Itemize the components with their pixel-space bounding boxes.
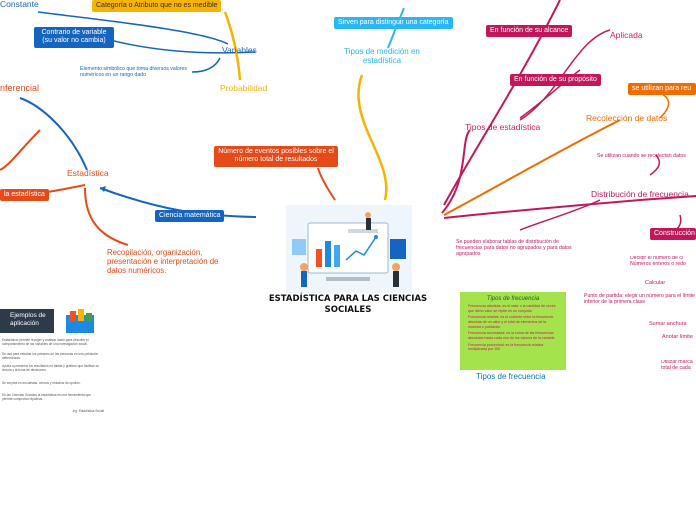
card-line: Frecuencia porcentual: es la frecuencia …	[468, 342, 544, 352]
recoleccion-node[interactable]: Recolección de datos	[586, 113, 668, 123]
probabilidad-node[interactable]: Probabilidad	[220, 83, 268, 93]
card-line: Frecuencia absoluta: es el valor o la ca…	[468, 304, 556, 313]
tipos-estadistica-node[interactable]: Tipos de estadística	[465, 122, 541, 132]
tipos-frecuencia-node[interactable]: Tipos de frecuencia	[476, 372, 546, 381]
funcion-proposito-box[interactable]: En función de su propósito	[510, 74, 601, 87]
document-paragraph: Ayuda a presentar los resultados en tabl…	[2, 364, 100, 373]
document-paragraph: Estadística: permite recoger y analizar …	[2, 338, 89, 347]
decidir-text: Decidir el número de cl Números enteros …	[630, 256, 686, 267]
document-footer: Ing. Estadística Social	[72, 409, 104, 413]
tipos-medicion-node[interactable]: Tipos de medición en estadística	[344, 47, 420, 66]
se-pueden-text: Se pueden elaborar tablas de distribució…	[456, 239, 572, 257]
card-line: Frecuencia acumulada: es la suma de las …	[468, 331, 555, 341]
sumar-text: Sumar anchura	[649, 321, 687, 327]
contrario-label-box[interactable]: Contrario de variable (su valor no cambi…	[34, 27, 114, 48]
document-banner: Ejemplos de aplicación	[0, 309, 54, 333]
variables-node[interactable]: Variables	[222, 45, 257, 55]
calcular-text: Calcular	[645, 280, 666, 286]
ejemplos-document[interactable]: Ejemplos de aplicación Estadística: perm…	[0, 305, 104, 417]
ciencia-matematica-box[interactable]: Ciencia matemática	[155, 210, 225, 223]
elemento-simbolico-text: Elemento simbólico que toma diversos val…	[80, 66, 187, 78]
constante-node[interactable]: Constante	[0, 0, 39, 9]
punto-partida-text: Punto de partida: elegir un número para …	[584, 293, 696, 305]
utilizar-text: Utilizar marca total de cada	[661, 360, 693, 371]
card-line: Frecuencia relativa: es el cociente entr…	[468, 315, 553, 329]
card-title: Tipos de frecuencia	[486, 296, 540, 302]
document-paragraph: Se emplea en encuestas, censos y estudio…	[2, 381, 81, 385]
se-utilizan-box[interactable]: se utilizan para reu	[628, 83, 696, 96]
central-title[interactable]: ESTADÍSTICA PARA LAS CIENCIAS SOCIALES	[268, 294, 428, 315]
aplicada-node[interactable]: Aplicada	[610, 30, 643, 40]
inferencial-node[interactable]: nferencial	[0, 83, 40, 93]
numero-eventos-box[interactable]: Número de eventos posibles sobre el núme…	[214, 146, 338, 167]
tipos-frecuencia-card[interactable]: Tipos de frecuencia Frecuencia absoluta:…	[460, 292, 566, 370]
categoria-label-box[interactable]: Categoría o Atributo que no es medible	[92, 0, 222, 13]
funcion-alcance-box[interactable]: En función de su alcance	[486, 25, 573, 38]
document-paragraph: En las Ciencias Sociales la estadística …	[2, 393, 91, 402]
construccion-box[interactable]: Construcción	[650, 228, 696, 241]
distribucion-node[interactable]: Distribución de frecuencia	[591, 189, 689, 199]
se-utilizan-cuando-text: Se utilizan cuando se recolectan datos	[597, 153, 686, 159]
sirven-box[interactable]: Sirven para distinguir una categoría	[334, 17, 453, 30]
analytics-illustration	[286, 205, 412, 293]
la-estadistica-box[interactable]: la estadística	[0, 189, 49, 202]
document-paragraph: Se usa para estudiar los patrones de las…	[2, 352, 99, 361]
anotar-text: Anotar límite	[662, 334, 693, 340]
book-icon	[66, 309, 94, 333]
recopilacion-text: Recopilación, organización, presentación…	[107, 248, 219, 275]
estadistica-node[interactable]: Estadística	[67, 168, 109, 178]
